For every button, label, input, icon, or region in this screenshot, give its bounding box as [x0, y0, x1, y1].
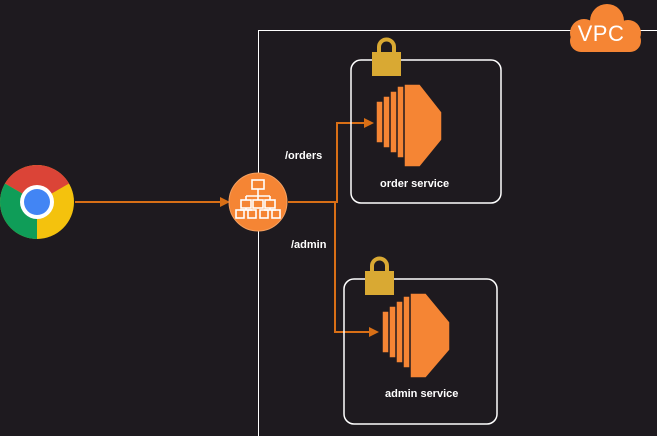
admin-service-box [343, 278, 498, 425]
vpc-boundary [258, 30, 657, 436]
orders-route-arrow [288, 118, 374, 203]
lock-icon [372, 37, 401, 76]
ec2-instance-icon [375, 83, 443, 168]
admin-service-label: admin service [385, 388, 459, 400]
load-balancer-icon [228, 172, 288, 232]
vpc-cloud-icon [570, 4, 641, 52]
orders-route-label: /orders [285, 150, 323, 162]
order-service-label: order service [380, 178, 450, 190]
chrome-browser-icon [0, 165, 74, 239]
admin-route-arrow [288, 201, 379, 337]
admin-route-label: /admin [291, 239, 327, 251]
ec2-instance-icon [381, 292, 451, 379]
lock-icon [365, 256, 394, 295]
vpc-label: VPC [577, 21, 625, 46]
order-service-box [350, 59, 502, 204]
